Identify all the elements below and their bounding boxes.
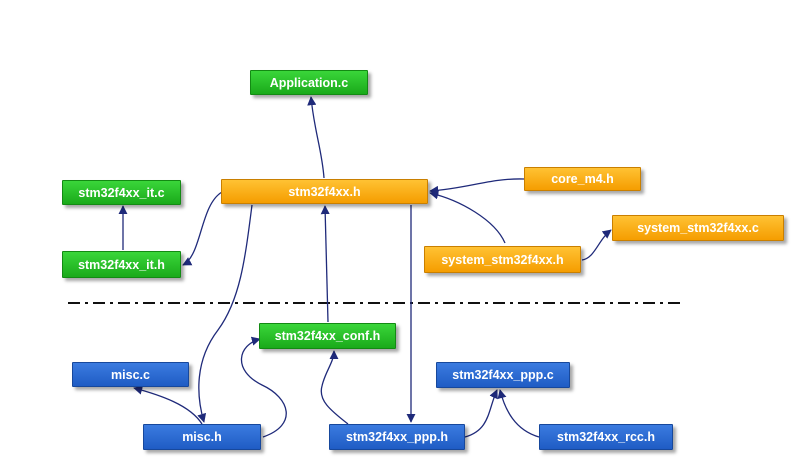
node-stm32f4xx-conf-h: stm32f4xx_conf.h — [259, 323, 396, 349]
arrow-core-m4-h-to-stm32f4xx-h — [429, 178, 525, 195]
arrow-misc-h-to-misc-c — [133, 385, 203, 425]
arrow-stm32f4xx-h-to-application-c — [307, 96, 325, 179]
node-system-stm32f4xx-h: system_stm32f4xx.h — [424, 246, 581, 273]
arrow-system-h-to-stm32f4xx-h — [429, 190, 506, 244]
arrow-stm32f4xx-h-to-it-h — [182, 191, 223, 266]
arrow-misc-h-to-conf-h — [240, 336, 287, 438]
node-stm32f4xx-it-h: stm32f4xx_it.h — [62, 251, 181, 278]
node-stm32f4xx-rcc-h: stm32f4xx_rcc.h — [539, 424, 673, 450]
arrow-ppp-h-to-ppp-c — [464, 389, 498, 438]
node-stm32f4xx-h: stm32f4xx.h — [221, 179, 428, 204]
node-stm32f4xx-ppp-c: stm32f4xx_ppp.c — [436, 362, 570, 388]
arrow-ppp-h-to-conf-h — [320, 350, 349, 425]
node-stm32f4xx-it-c: stm32f4xx_it.c — [62, 180, 181, 205]
node-misc-c: misc.c — [72, 362, 189, 387]
arrow-rcc-h-to-ppp-c — [497, 389, 540, 438]
arrow-system-h-to-system-c — [581, 229, 612, 261]
arrow-stm32f4xx-h-to-misc-h — [197, 204, 253, 423]
node-misc-h: misc.h — [143, 424, 261, 450]
node-core-m4-h: core_m4.h — [524, 167, 641, 191]
node-system-stm32f4xx-c: system_stm32f4xx.c — [612, 215, 784, 241]
node-stm32f4xx-ppp-h: stm32f4xx_ppp.h — [329, 424, 465, 450]
node-application-c: Application.c — [250, 70, 368, 95]
arrow-conf-h-to-stm32f4xx-h — [320, 205, 330, 323]
